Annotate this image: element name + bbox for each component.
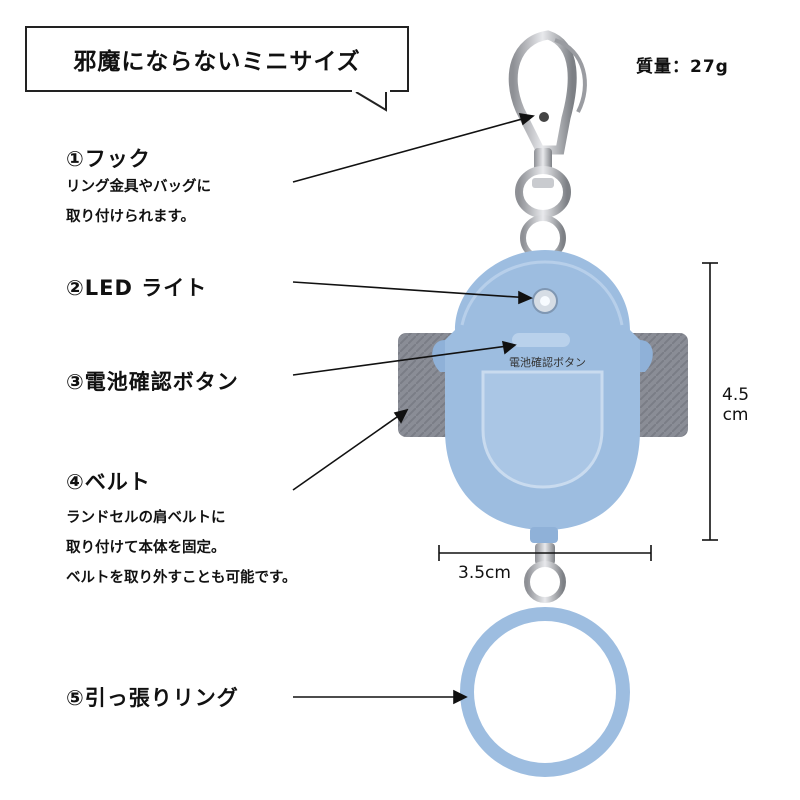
led-title: ②LED ライト xyxy=(66,276,208,300)
width-dimension: 3.5cm xyxy=(458,563,511,583)
device-body xyxy=(432,250,653,543)
belt-desc-line: ランドセルの肩ベルトに xyxy=(66,510,226,526)
device-button-label: 電池確認ボタン xyxy=(509,356,586,369)
weight-label: 質量：27g xyxy=(636,57,729,77)
belt-desc-line: 取り付けて本体を固定。 xyxy=(66,540,226,556)
height-dimension: 4.5 cm xyxy=(722,385,749,425)
height-value: 4.5 xyxy=(722,385,750,405)
bubble-tail xyxy=(352,84,390,112)
height-unit: cm xyxy=(722,405,749,425)
ring-title: ⑤引っ張りリング xyxy=(66,686,239,710)
belt-description: ランドセルの肩ベルトに 取り付けて本体を固定。 ベルトを取り外すことも可能です。 xyxy=(66,503,297,593)
title-bubble: 邪魔にならないミニサイズ xyxy=(25,26,409,92)
hook-desc-line: 取り付けられます。 xyxy=(66,209,196,225)
hook-icon xyxy=(508,30,587,261)
hook-desc-line: リング金具やバッグに xyxy=(66,179,211,195)
belt-desc-line: ベルトを取り外すことも可能です。 xyxy=(66,570,297,586)
leader-lines xyxy=(292,113,535,705)
battery-button-title: ③電池確認ボタン xyxy=(66,370,239,394)
hook-description: リング金具やバッグに 取り付けられます。 xyxy=(66,172,211,232)
belt-title: ④ベルト xyxy=(66,470,151,494)
hook-title: ①フック xyxy=(66,147,151,171)
page-title: 邪魔にならないミニサイズ xyxy=(73,49,361,75)
dimension-lines xyxy=(438,262,718,561)
pull-ring xyxy=(460,543,630,777)
